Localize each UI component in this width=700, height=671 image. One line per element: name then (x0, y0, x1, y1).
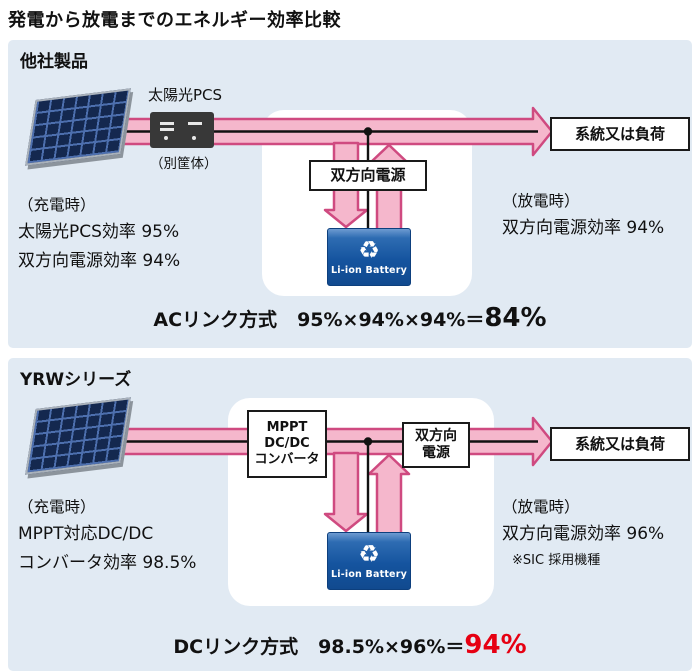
formula-result: 84% (484, 303, 547, 333)
discharge-title: （放電時） (502, 192, 580, 210)
charge-info-top: （充電時） 太陽光PCS効率 95% 双方向電源効率 94% (18, 196, 180, 272)
formula-method: DCリンク方式 (173, 636, 299, 658)
mppt-line: コンバータ (254, 452, 320, 468)
pcs-note: （別筐体） (150, 156, 218, 172)
li-ion-battery-top: ♻ Li-ion Battery (327, 228, 411, 286)
formula-expression-text: 98.5%×96%＝ (318, 636, 465, 658)
discharge-info-top: （放電時） 双方向電源効率 94% (502, 192, 664, 240)
pcs-label: 太陽光PCS (148, 86, 223, 104)
pcs-vent (160, 128, 174, 131)
solar-panel-image (25, 88, 131, 166)
discharge-line: 双方向電源効率 96% (502, 524, 665, 545)
recycle-icon: ♻ (358, 236, 380, 264)
charge-line: コンバータ効率 98.5% (18, 552, 197, 573)
charge-info-bottom: （充電時） MPPT対応DC/DC コンバータ効率 98.5% (18, 498, 196, 574)
formula-expression-text: 95%×94%×94%＝ (297, 309, 485, 331)
page-title: 発電から放電までのエネルギー効率比較 (8, 10, 341, 31)
formula-expression: 95%×94%×94%＝84% (297, 303, 547, 333)
mppt-line: MPPT (266, 419, 308, 435)
charge-line: MPPT対応DC/DC (18, 524, 154, 545)
charge-title: （充電時） (18, 196, 96, 214)
solar-pcs-device (150, 112, 214, 148)
discharge-line: 双方向電源効率 94% (502, 218, 665, 239)
li-ion-battery-bottom: ♻ Li-ion Battery (327, 532, 411, 590)
charge-line: 双方向電源効率 94% (18, 250, 181, 271)
mppt-converter-box: MPPT DC/DC コンバータ (247, 410, 327, 478)
recycle-icon: ♻ (358, 540, 380, 568)
pcs-vent (188, 122, 202, 125)
grid-load-box-top: 系統又は負荷 (550, 117, 690, 151)
formula-result: 94% (464, 630, 527, 660)
bidir-line: 電源 (422, 445, 450, 461)
charge-line: 太陽光PCS効率 95% (18, 222, 180, 243)
formula-dc-link: DCリンク方式 98.5%×96%＝94% (8, 630, 692, 660)
solar-panel-top (25, 88, 131, 166)
pcs-vent (160, 122, 174, 125)
solar-panel-image (25, 397, 131, 475)
pcs-indicator-dot (164, 136, 168, 140)
charge-title: （充電時） (18, 498, 96, 516)
sic-note: ※SIC 採用機種 (512, 552, 601, 568)
solar-panel-bottom (25, 397, 131, 475)
pcs-indicator-dot (192, 136, 196, 140)
bidirectional-power-box-top: 双方向電源 (309, 160, 427, 191)
discharge-title: （放電時） (502, 498, 580, 516)
section-heading-other-company: 他社製品 (20, 52, 88, 72)
bidirectional-power-box-bottom: 双方向 電源 (402, 422, 470, 468)
grid-load-box-bottom: 系統又は負荷 (550, 427, 690, 461)
bidir-line: 双方向 (415, 427, 457, 444)
discharge-info-bottom: （放電時） 双方向電源効率 96% ※SIC 採用機種 (502, 498, 664, 569)
mppt-line: DC/DC (264, 435, 310, 451)
formula-method: ACリンク方式 (153, 309, 278, 331)
battery-label: Li-ion Battery (331, 569, 407, 580)
formula-ac-link: ACリンク方式 95%×94%×94%＝84% (8, 303, 692, 333)
formula-expression: 98.5%×96%＝94% (318, 630, 527, 660)
section-heading-yrw: YRWシリーズ (20, 370, 132, 390)
battery-label: Li-ion Battery (331, 265, 407, 276)
